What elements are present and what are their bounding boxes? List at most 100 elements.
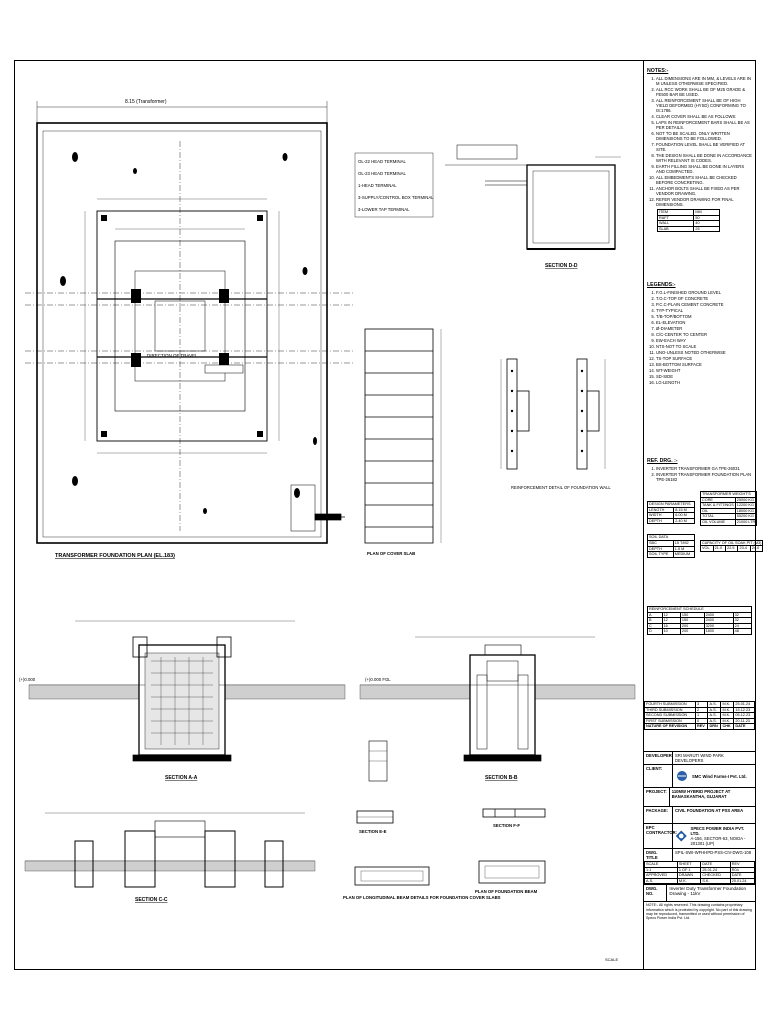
plan-title: TRANSFORMER FOUNDATION PLAN (EL.183) xyxy=(55,553,175,559)
schedule-cell: 48 xyxy=(732,628,753,635)
ref-item: INVERTER TRANSFORMER FOUNDATION PLAN TPE… xyxy=(656,472,752,482)
legend-item: UNO-UNLESS NOTED OTHERWISE xyxy=(656,350,752,355)
legend-item: EW-EACH WAY xyxy=(656,338,752,343)
rev-hdr: CHK xyxy=(720,723,735,730)
rev-hdr: NATURE OF REVISION xyxy=(644,723,696,730)
xfmr-cell: 18000 KG xyxy=(734,507,758,515)
legend-item: WT-WEIGHT xyxy=(656,368,752,373)
section-f-title: SECTION F-F xyxy=(493,823,520,828)
rev-hdr: DRN xyxy=(707,723,722,730)
legend-item: F.G.L-FINISHED GROUND LEVEL xyxy=(656,290,752,295)
section-c-c xyxy=(24,812,316,888)
pit-hdr: CAPACITY OF OIL SOAK PIT (M3) xyxy=(699,539,764,547)
title-block: NOTES:- ALL DIMENSIONS ARE IN MM, & LEVE… xyxy=(643,61,764,969)
epc-text: SPECS POWER INDIA PVT. LTD. A-156, SECTO… xyxy=(691,826,753,846)
dwg-no-row: DWG. TITLE SPIL-SWI-WFHHPD-PSS-CIV-DWG-1… xyxy=(644,848,755,861)
section-c-title: SECTION C-C xyxy=(135,897,168,903)
plan-top-dim: 8.15 (Transformer) xyxy=(125,99,167,105)
section-d-d xyxy=(445,144,621,250)
rebar-detail-title: REINFORCEMENT DETAIL OF FOUNDATION WALL xyxy=(511,485,611,490)
legend-item: NTS-NOT TO SCALE xyxy=(656,344,752,349)
section-a-title: SECTION A-A xyxy=(165,775,198,781)
level-marker-fgl: (+)0.000 FGL xyxy=(365,677,391,682)
cover-cell: SLAB xyxy=(656,225,695,233)
note-item: ALL DIMENSIONS ARE IN MM, & LEVELS ARE I… xyxy=(656,76,752,86)
xfmr-cell: 12200 KG xyxy=(734,502,758,509)
plan-legend-5: 3-LOWER TAP TERMINAL xyxy=(358,207,410,212)
xfmr-cell: CORE xyxy=(700,496,736,504)
approval-cell: A.S. xyxy=(644,877,678,885)
param-hdr: DESIGN PARAMETERS xyxy=(647,501,695,508)
title-label: DWG. NO. xyxy=(644,885,668,902)
plan-legend-3: 1-HEAD TERMINAL xyxy=(358,183,397,188)
client-box: SMC Wind Farms-I Pvt. Ltd. xyxy=(673,765,749,787)
copyright-note: NOTE:- All rights reserved. This drawing… xyxy=(646,903,752,920)
note-item: ANCHOR BOLTS SHALL BE FIXED AS PER VENDO… xyxy=(656,186,752,196)
xfmr-cell: 21000 LTR xyxy=(734,519,758,526)
plan-legend-1: OL-22 HEAD TERMINAL xyxy=(358,159,407,164)
notes-block: NOTES:- ALL DIMENSIONS ARE IN MM, & LEVE… xyxy=(647,68,752,233)
pit-cell: 24.0 xyxy=(749,545,764,552)
epc-logo-icon xyxy=(675,830,687,842)
developer-value: SRI MARUTI WIND PARK DEVELOPERS xyxy=(675,753,724,763)
xfmr-hdr: TRANSFORMER WEIGHT'S xyxy=(699,491,758,498)
flat-plan-title: PLAN OF FOUNDATION BEAM xyxy=(475,889,538,894)
param-cell: DEPTH xyxy=(646,517,675,525)
legend-item: SD-SIDE xyxy=(656,374,752,379)
approval-cell: S.K. xyxy=(700,877,731,885)
approval-cell: M.K. xyxy=(676,877,702,885)
approval-cell: 25.01.24 xyxy=(729,877,756,885)
project-row: PROJECT: 110MW HYBRID PROJECT AT BANASKA… xyxy=(644,787,755,806)
client-logo-icon xyxy=(677,771,687,781)
legend-item: Ø-DIAMETER xyxy=(656,326,752,331)
engineering-drawing: 8.15 (Transformer) TRANSFORMER FOUNDATIO… xyxy=(19,99,636,962)
refs-title: REF. DRG. :- xyxy=(647,458,678,464)
schedule-cell: 1800 xyxy=(703,628,734,635)
legend-item: TYP-TYPICAL xyxy=(656,308,752,313)
note-item: ALL EMBEDMENTS SHALL BE CHECKED BEFORE C… xyxy=(656,175,752,185)
drawing-title: Inverter Duty Transformer Foundation Dra… xyxy=(669,886,747,897)
pit-cell: VOL xyxy=(700,545,714,552)
project-label: PROJECT: xyxy=(644,788,670,806)
legend-item: LG-LENGTH xyxy=(656,380,752,385)
plan-legend-4: 3-SUPPLY/CONTROL BOX TERMINAL xyxy=(358,195,434,200)
epc-label: EPC CONTRACTOR: xyxy=(644,824,677,848)
dwg-no-label: DWG. TITLE xyxy=(644,849,673,861)
drawing-sheet: 8.15 (Transformer) TRANSFORMER FOUNDATIO… xyxy=(14,60,764,970)
xfmr-cell: TANK & FITTINGS xyxy=(700,502,736,509)
direction-label: DIRECTION OF TRAVEL xyxy=(147,353,198,358)
legend-item: P.C.C-PLAIN CEMENT CONCRETE xyxy=(656,302,752,307)
epc-address: A-156, SECTOR-63, NOIDA - 201301 (UP) xyxy=(690,836,746,846)
cover-cell: 25 xyxy=(693,225,720,233)
dwg-no-value: SPIL-SWI-WFHHPD-PSS-CIV-DWG-108 xyxy=(675,850,752,855)
param-cell: 2.40 M xyxy=(673,517,695,525)
legends-block: LEGENDS:- F.G.L-FINISHED GROUND LEVEL T.… xyxy=(647,282,752,386)
legends-list: F.G.L-FINISHED GROUND LEVEL T.O.C-TOP OF… xyxy=(647,290,752,385)
level-marker: (+)0.000 xyxy=(19,677,36,682)
soil-cell: SOIL TYPE xyxy=(647,551,674,558)
legend-item: T.O.C-TOP OF CONCRETE xyxy=(656,296,752,301)
xfmr-cell: 25000 KG xyxy=(734,496,758,504)
note-item: ALL RCC WORK SHALL BE OF M25 GRADE & FE5… xyxy=(656,87,752,97)
refs-list: INVERTER TRANSFORMER GA TPE-26031 INVERT… xyxy=(647,466,752,482)
developer-label: DEVELOPER xyxy=(644,752,673,764)
schedule-cell: 200 xyxy=(679,628,705,635)
rev-hdr: REV xyxy=(694,723,709,730)
section-d-title: SECTION D-D xyxy=(545,263,578,269)
notes-title: NOTES:- xyxy=(647,68,669,74)
epc-row: EPC CONTRACTOR: SPECS POWER INDIA PVT. L… xyxy=(644,823,755,848)
note-item: FOUNDATION LEVEL SHALL BE VERIFIED AT SI… xyxy=(656,142,752,152)
wall-rebar-details xyxy=(500,358,606,470)
legend-item: TS-TOP SURFACE xyxy=(656,356,752,361)
project-info: DEVELOPER SRI MARUTI WIND PARK DEVELOPER… xyxy=(644,751,756,921)
note-item: CLEAR COVER SHALL BE AS FOLLOWS: xyxy=(656,114,752,119)
package-row: PACKAGE: CIVIL FOUNDATION AT PSS AREA xyxy=(644,806,755,823)
copyright-row: NOTE:- All rights reserved. This drawing… xyxy=(644,901,755,921)
